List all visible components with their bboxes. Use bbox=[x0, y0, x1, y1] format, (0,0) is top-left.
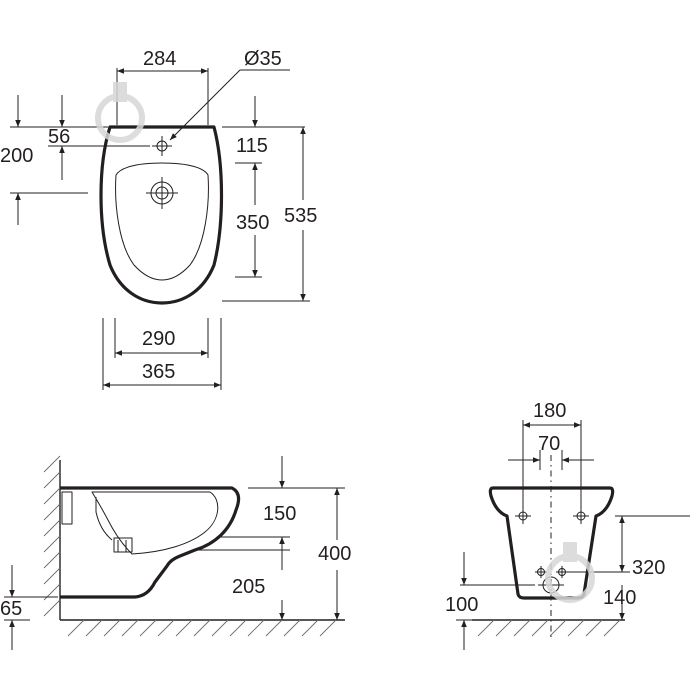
dim-365-label: 365 bbox=[142, 361, 175, 383]
dim-290: 290 bbox=[114, 318, 209, 358]
top-view-inner-basin bbox=[115, 162, 209, 281]
dim-400: 400 bbox=[318, 488, 351, 620]
top-view-bowl-outline bbox=[99, 125, 224, 305]
floor-hatch-side bbox=[60, 619, 345, 637]
dim-100: 100 bbox=[445, 552, 535, 650]
watermark-logo-bottom bbox=[545, 542, 595, 603]
dim-diameter-35-label: Ø35 bbox=[244, 48, 282, 70]
dim-diameter-35: Ø35 bbox=[169, 48, 290, 141]
dim-150-label: 150 bbox=[263, 503, 296, 525]
dim-180-label: 180 bbox=[533, 400, 566, 422]
drain-hole bbox=[146, 177, 178, 209]
dim-140: 140 bbox=[565, 538, 636, 609]
floor-hatch-rear bbox=[472, 619, 625, 637]
dim-140-label: 140 bbox=[603, 587, 636, 609]
dim-205: 205 bbox=[192, 537, 290, 620]
wall-hatch bbox=[43, 455, 61, 620]
dim-200-label: 200 bbox=[0, 145, 33, 167]
dim-205-label: 205 bbox=[232, 576, 265, 598]
rear-fixing-hole-right bbox=[573, 508, 589, 524]
dim-115: 115 bbox=[222, 96, 305, 164]
dim-200: 200 bbox=[0, 95, 88, 225]
dim-350: 350 bbox=[235, 163, 269, 278]
dim-320-label: 320 bbox=[632, 557, 665, 579]
rear-view: 180 70 320 140 100 bbox=[445, 400, 690, 650]
dim-65: 65 bbox=[0, 565, 58, 650]
dim-290-label: 290 bbox=[142, 328, 175, 350]
top-view: 284 Ø35 56 200 115 bbox=[0, 48, 317, 390]
side-view-bidet-outline bbox=[60, 486, 241, 599]
rear-fixing-hole-left bbox=[515, 508, 531, 524]
dim-150: 150 bbox=[220, 456, 345, 538]
side-view-inner-bowl bbox=[91, 491, 219, 555]
dim-70: 70 bbox=[508, 433, 594, 470]
dim-56-label: 56 bbox=[48, 126, 70, 148]
dim-180: 180 bbox=[522, 400, 582, 510]
tap-hole bbox=[152, 136, 172, 156]
dim-65-label: 65 bbox=[0, 598, 22, 620]
dim-350-label: 350 bbox=[236, 212, 269, 234]
dim-284: 284 bbox=[116, 48, 209, 125]
dim-284-label: 284 bbox=[143, 48, 176, 70]
dim-365: 365 bbox=[102, 318, 222, 390]
dim-100-label: 100 bbox=[445, 594, 478, 616]
dim-115-label: 115 bbox=[236, 135, 268, 157]
watermark-logo-top bbox=[95, 82, 145, 143]
side-view-fixing bbox=[61, 491, 133, 553]
dim-535: 535 bbox=[222, 127, 317, 302]
dim-400-label: 400 bbox=[318, 543, 351, 565]
dim-535-label: 535 bbox=[284, 205, 317, 227]
dim-56: 56 bbox=[10, 95, 150, 180]
dim-70-label: 70 bbox=[538, 433, 560, 455]
side-view: 150 205 400 65 bbox=[0, 455, 351, 650]
